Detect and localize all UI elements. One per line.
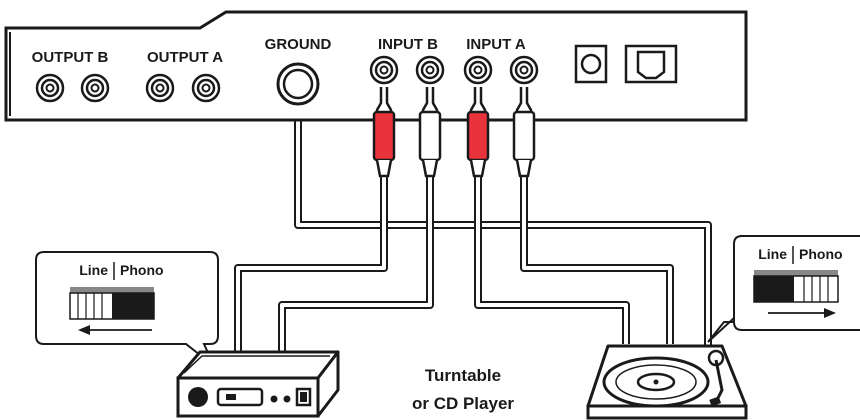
- input-a-right-jack: [509, 55, 539, 85]
- device-caption-line-1: Turntable: [425, 366, 501, 385]
- cables: [234, 100, 712, 358]
- input-b-left-jack: [369, 55, 399, 85]
- right-phono-label: Phono: [799, 246, 843, 262]
- rca-plug-input-b-white: [418, 87, 442, 178]
- output-a-label: OUTPUT A: [147, 49, 223, 66]
- turntable-icon: [586, 344, 748, 420]
- input-a-red-cable: [474, 170, 630, 344]
- optical-port: [624, 44, 678, 84]
- input-b-right-jack: [415, 55, 445, 85]
- right-slide-switch: [753, 270, 839, 303]
- rca-plug-input-a-red: [466, 87, 490, 178]
- cd-player-icon: [176, 350, 340, 418]
- right-arrow-icon: [768, 308, 836, 318]
- rca-plug-input-a-white: [512, 87, 536, 178]
- right-line-label: Line: [758, 246, 787, 262]
- left-arrow-icon: [78, 325, 152, 335]
- output-b-right-jack: [80, 73, 110, 103]
- output-b-left-jack: [35, 73, 65, 103]
- left-phono-label: Phono: [120, 262, 164, 278]
- left-slide-switch: [69, 287, 155, 320]
- device-caption-line-2: or CD Player: [412, 394, 514, 413]
- input-b-label: INPUT B: [378, 36, 438, 53]
- output-b-label: OUTPUT B: [32, 49, 109, 66]
- ground-label: GROUND: [265, 36, 332, 53]
- input-a-left-jack: [463, 55, 493, 85]
- input-b-red-cable: [234, 170, 388, 358]
- left-line-label: Line: [79, 262, 108, 278]
- output-a-right-jack: [191, 73, 221, 103]
- input-a-label: INPUT A: [466, 36, 526, 53]
- input-a-white-cable: [520, 170, 674, 344]
- coaxial-port: [574, 44, 608, 84]
- output-a-left-jack: [145, 73, 175, 103]
- rca-plug-input-b-red: [372, 87, 396, 178]
- ground-terminal: [276, 62, 320, 106]
